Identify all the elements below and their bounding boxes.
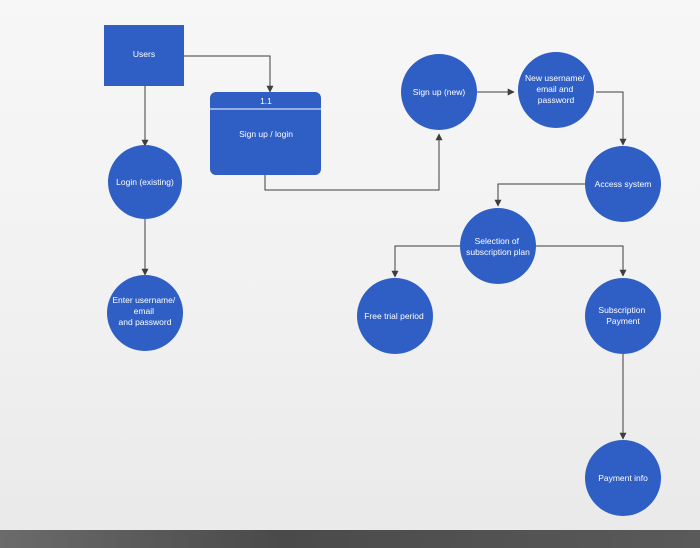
free-trial-circle	[357, 278, 433, 354]
payment-info-label: Payment info	[598, 473, 648, 483]
node-process-signup-login[interactable]: 1.1 Sign up / login	[210, 92, 321, 175]
payment-info-circle	[585, 440, 661, 516]
node-signup-new[interactable]: Sign up (new)	[401, 54, 477, 130]
subscription-payment-circle	[585, 278, 661, 354]
signup-new-label: Sign up (new)	[413, 87, 466, 97]
login-existing-label: Login (existing)	[116, 177, 174, 187]
new-credentials-label: New username/ email and password	[525, 73, 587, 105]
node-selection-plan[interactable]: Selection of subscription plan	[460, 208, 536, 284]
photo-edge-shadow	[0, 530, 700, 548]
selection-plan-circle	[460, 208, 536, 284]
users-label: Users	[133, 49, 155, 59]
signup-new-circle	[401, 54, 477, 130]
login-existing-circle	[108, 145, 182, 219]
subscription-payment-label: Subscription Payment	[598, 305, 647, 326]
node-login-existing[interactable]: Login (existing)	[108, 145, 182, 219]
edge-users-to-process	[184, 55, 274, 93]
process-box	[210, 92, 321, 175]
selection-plan-label: Selection of subscription plan	[466, 236, 530, 257]
access-system-circle	[585, 146, 661, 222]
node-access-system[interactable]: Access system	[585, 146, 661, 222]
node-subscription-payment[interactable]: Subscription Payment	[585, 278, 661, 354]
process-label: Sign up / login	[239, 129, 293, 139]
edge-selection-to-trial	[391, 245, 460, 278]
free-trial-label: Free trial period	[364, 311, 424, 321]
edge-process-to-signup	[264, 133, 443, 191]
process-id: 1.1	[260, 96, 272, 106]
users-box	[104, 25, 184, 86]
node-payment-info[interactable]: Payment info	[585, 440, 661, 516]
node-free-trial[interactable]: Free trial period	[357, 278, 433, 354]
edge-selection-to-payment	[536, 245, 627, 277]
access-system-label: Access system	[595, 179, 652, 189]
edge-credentials-to-access	[596, 91, 627, 146]
edges	[141, 55, 627, 440]
node-enter-credentials[interactable]: Enter username/ email and password	[107, 275, 183, 351]
edge-access-to-selection	[494, 183, 585, 207]
node-users[interactable]: Users	[104, 25, 184, 86]
new-credentials-circle	[518, 52, 594, 128]
node-new-credentials[interactable]: New username/ email and password	[518, 52, 594, 128]
enter-credentials-label: Enter username/ email and password	[112, 295, 177, 327]
enter-credentials-circle	[107, 275, 183, 351]
